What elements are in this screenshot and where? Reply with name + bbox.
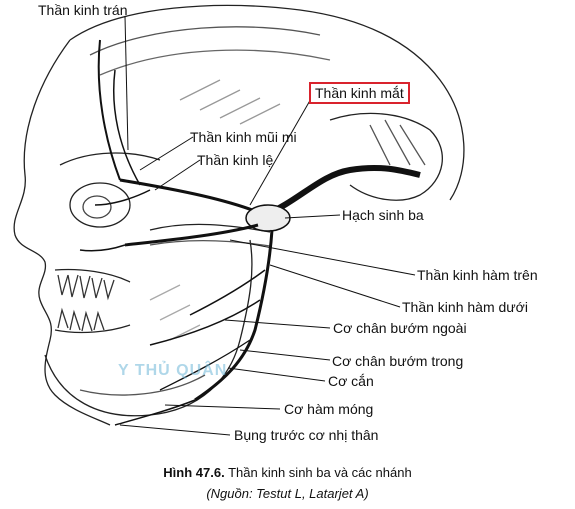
figure-caption: Hình 47.6. Thần kinh sinh ba và các nhán… <box>0 465 575 480</box>
label-lacrimal-nerve: Thần kinh lệ <box>197 152 274 168</box>
watermark: Y THỦ QUÂN <box>118 362 228 379</box>
leader-lines <box>119 15 416 436</box>
label-lateral-pterygoid-muscle: Cơ chân bướm ngoài <box>333 320 467 336</box>
label-mandibular-nerve: Thần kinh hàm dưới <box>402 299 528 315</box>
label-digastric-anterior-belly: Bụng trước cơ nhị thân <box>234 427 379 443</box>
label-frontal-nerve: Thần kinh trán <box>38 2 128 18</box>
label-ophthalmic-nerve-highlighted: Thần kinh mắt <box>309 82 410 104</box>
label-mylohyoid-muscle: Cơ hàm móng <box>284 401 374 417</box>
label-maxillary-nerve: Thần kinh hàm trên <box>417 267 538 283</box>
label-trigeminal-ganglion: Hạch sinh ba <box>342 207 424 223</box>
label-masseter-muscle: Cơ cắn <box>328 373 374 389</box>
figure-number: Hình 47.6. <box>163 465 225 480</box>
label-nasociliary-nerve: Thần kinh mũi mi <box>190 129 297 145</box>
label-medial-pterygoid-muscle: Cơ chân bướm trong <box>332 353 464 369</box>
figure-source: (Nguồn: Testut L, Latarjet A) <box>206 486 369 501</box>
lower-teeth <box>57 307 105 332</box>
skull-drawing <box>13 4 465 426</box>
figure-title: Thần kinh sinh ba và các nhánh <box>228 465 412 480</box>
upper-teeth <box>57 274 115 301</box>
nerves <box>79 39 421 426</box>
